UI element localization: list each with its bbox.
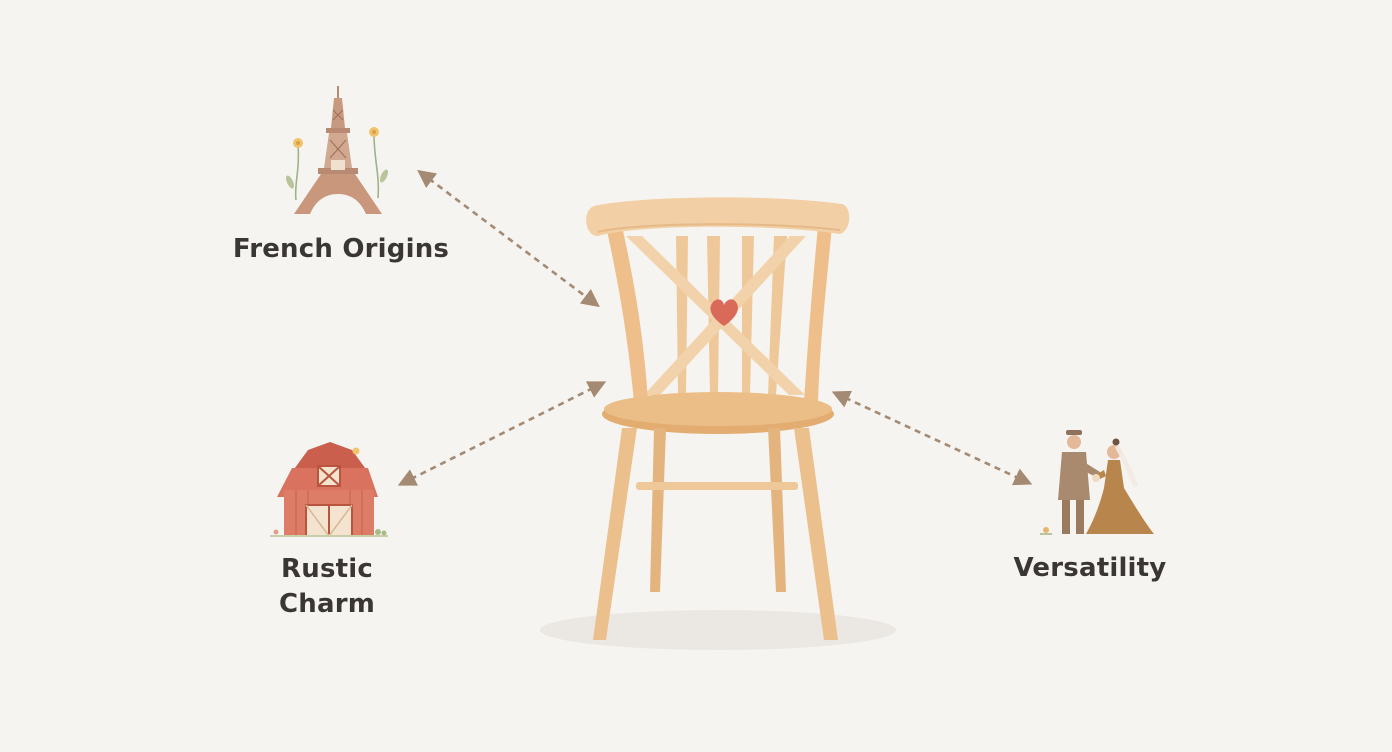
label-rustic-line2: Charm (278, 589, 376, 619)
label-rustic-charm: Rustic Charm (254, 552, 400, 622)
arrow-french-origins (417, 169, 600, 308)
chair-illustration (586, 197, 850, 640)
wedding-couple-icon (1040, 430, 1154, 535)
heart-icon (710, 299, 738, 326)
label-versatility: Versatility (1013, 553, 1167, 583)
label-rustic-line1: Rustic (281, 554, 373, 584)
label-french-origins: French Origins (232, 234, 450, 264)
arrow-versatility (831, 390, 1033, 486)
barn-icon (270, 442, 388, 537)
arrow-rustic-charm (397, 381, 607, 486)
connector-arrows (397, 169, 1033, 486)
eiffel-tower-icon (285, 86, 389, 214)
chair-shadow (540, 610, 896, 650)
